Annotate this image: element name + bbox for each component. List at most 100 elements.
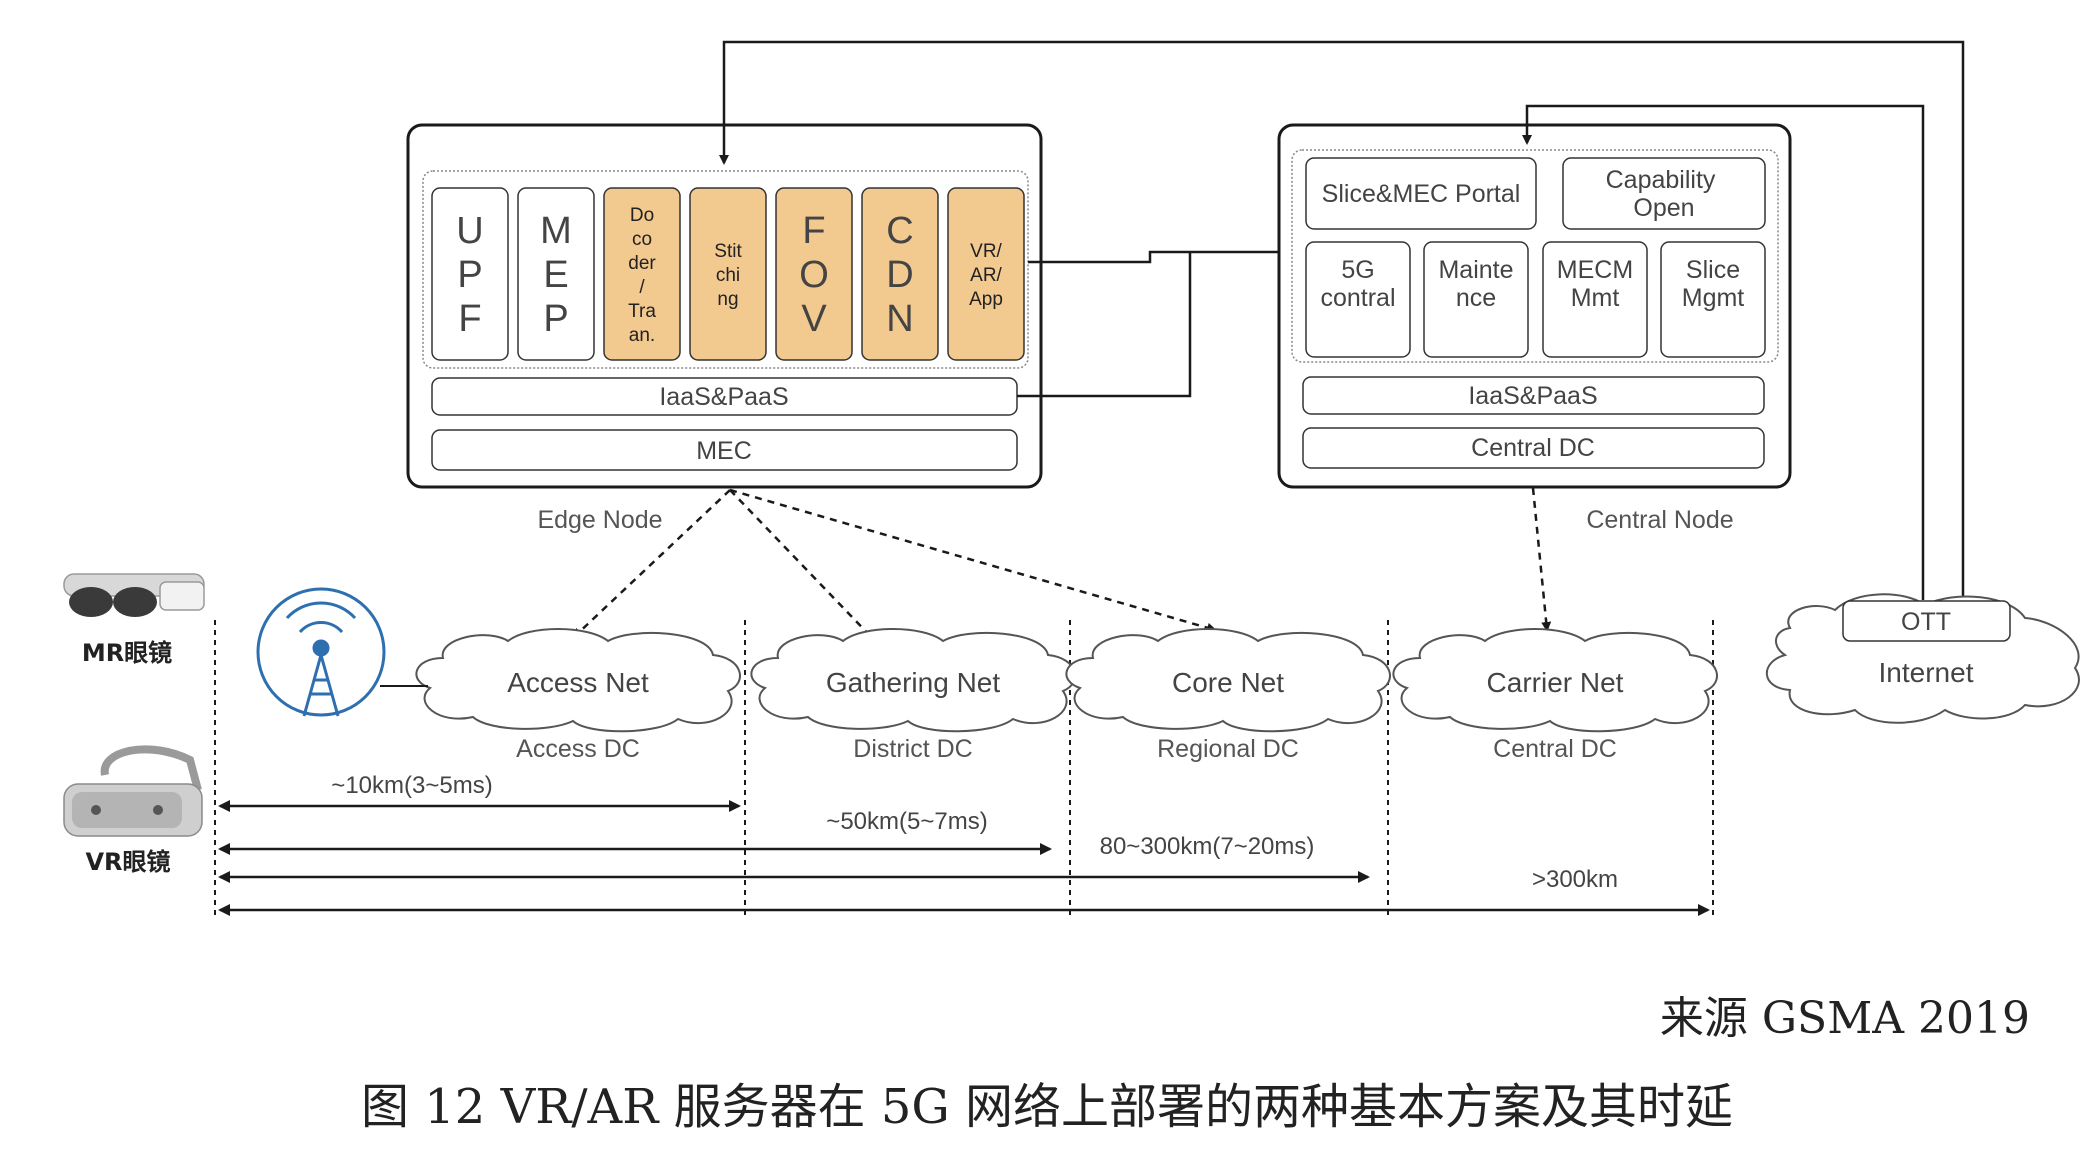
range-central-label: >300km [1532,866,1618,893]
network-dc-label: District DC [853,735,972,763]
central-module-line: contral [1320,284,1395,312]
mr-glasses-arm [159,581,205,611]
antenna-wave-outer [285,601,357,620]
edge-module-line: Do [630,205,654,226]
capability-line-1: Capability [1606,166,1716,194]
network-cloud-shape [1065,628,1391,733]
ott-loop-inner [1522,104,1925,600]
vr-headset-label: VR眼镜 [85,848,170,876]
central-dc-label: Central DC [1471,434,1595,462]
vr-headset-camera-left [91,805,101,815]
edge-module-line: an. [629,325,655,346]
edge-module-line: P [543,298,568,340]
central-to-carrier-arrow [1531,487,1552,632]
vr-headset-camera-right [153,805,163,815]
central-module-box [1305,241,1411,358]
edge-module-label: VR/AR/App [969,241,1003,310]
edge-module-line: App [969,289,1003,310]
edge-module-line: chi [716,265,740,286]
edge-module-line: F [458,298,481,340]
central-iaas-label: IaaS&PaaS [1468,382,1597,410]
edge-mec-label: MEC [696,437,752,465]
edge-module-box [861,187,939,361]
network-cloud-name: Gathering Net [826,667,1001,698]
central-module-line: Mgmt [1682,284,1745,312]
distance-ranges [218,800,1710,916]
range-regional-label: 80~300km(7~20ms) [1100,833,1315,860]
mec-to-core-arrow [729,488,1217,633]
edge-module-line: E [543,254,568,296]
capability-box [1562,157,1766,230]
figure-caption: 图 12 VR/AR 服务器在 5G 网络上部署的两种基本方案及其时延 [361,1079,1733,1135]
vr-headset-front [72,792,182,828]
mec-to-gathering-arrow [729,489,879,645]
edge-module-line: O [799,254,829,296]
network-cloud-shape [750,628,1076,733]
antenna-mast [302,654,340,717]
network-cloud-name: Core Net [1172,667,1284,698]
antenna-wave-inner [298,621,344,634]
edge-module-line: / [639,277,645,298]
edge-module-box [603,187,681,361]
edge-module-line: co [632,229,652,250]
network-cloud-name: Carrier Net [1487,667,1624,698]
edge-module-line: P [457,254,482,296]
edge-module-line: AR/ [970,265,1002,286]
iaas-to-central-line [1017,252,1192,398]
edge-module-line: VR/ [970,241,1002,262]
edge-node-label: Edge Node [537,506,662,534]
range-district-label: ~50km(5~7ms) [826,808,987,835]
portal-box [1305,157,1537,230]
central-module-line: nce [1456,284,1496,312]
antenna-ring-outer [256,587,386,717]
internet-cloud: OTT Internet [1765,593,2080,724]
network-cloud-shape [415,628,741,733]
mr-glasses-lens-left [69,587,113,617]
ott-label: OTT [1901,608,1951,636]
network-dc-label: Access DC [516,735,640,763]
dashed-links [572,487,1552,645]
central-module-line: 5G [1341,256,1374,284]
range-access-label: ~10km(3~5ms) [331,772,492,799]
edge-module-line: D [886,254,913,296]
edge-module-line: F [802,210,825,252]
central-module-line: Mainte [1438,256,1513,284]
edge-module-box [775,187,853,361]
edge-module-line: V [801,298,827,340]
edge-module-line: Stit [714,241,742,262]
mec-to-access-arrow [572,489,731,639]
edge-module-line: C [886,210,913,252]
edge-module-line: U [456,210,483,252]
vr-headset-icon [63,745,203,837]
node-connectors [719,40,1965,600]
mr-glasses-lens-right [113,587,157,617]
central-module-box [1660,241,1766,358]
capability-label: Capability Open [1606,166,1723,222]
edge-module-box [689,187,767,361]
edge-module-line: Tra [628,301,656,322]
ott-loop-outer [719,40,1965,600]
mr-glasses-label: MR眼镜 [82,639,172,667]
edge-module-box [947,187,1025,361]
edge-module-line: M [540,210,572,252]
vr-headset-strap [100,745,202,792]
central-iaas-box [1302,376,1765,415]
edge-module-box [431,187,509,361]
central-module-line: MECM [1557,256,1633,284]
capability-line-2: Open [1633,194,1694,222]
antenna-icon [256,587,428,717]
network-cloud-name: Access Net [507,667,649,698]
mr-glasses-icon [63,573,205,617]
